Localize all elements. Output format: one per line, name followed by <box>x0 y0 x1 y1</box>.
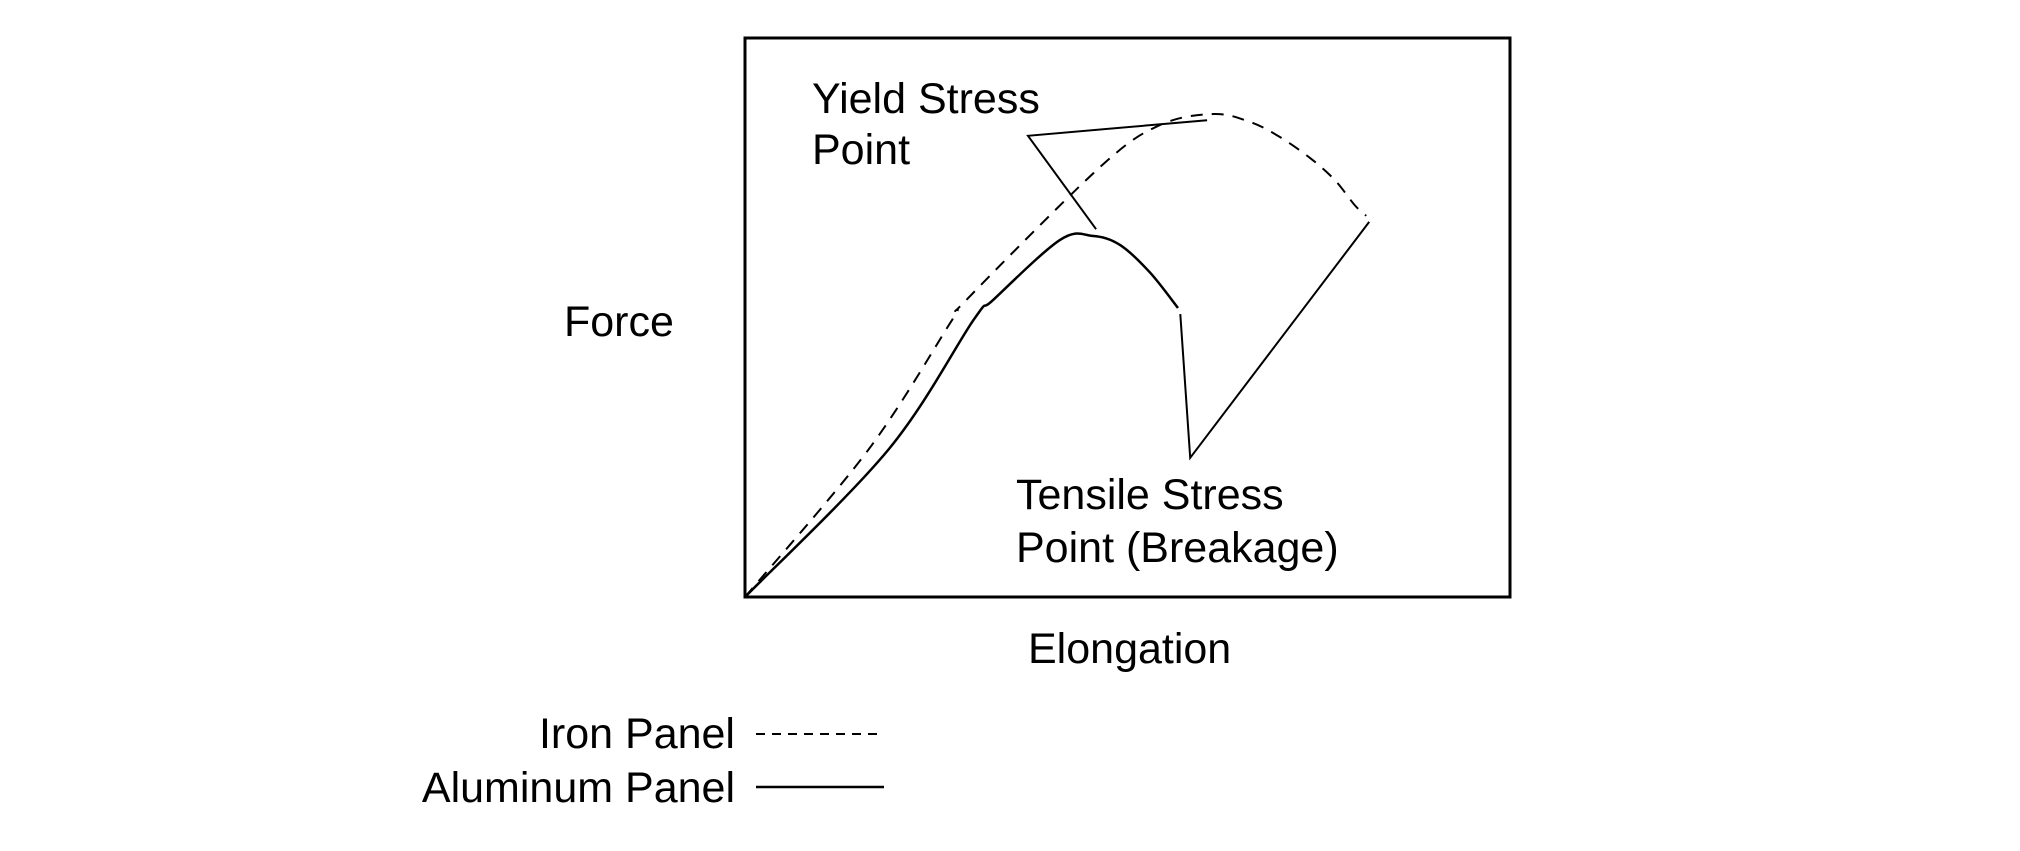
tensile-stress-label-line2: Point (Breakage) <box>1016 524 1339 572</box>
legend: Iron Panel Aluminum Panel <box>422 710 884 812</box>
tensile-stress-point-leader-line <box>1179 221 1370 461</box>
series-line-aluminum-panel <box>744 232 1179 598</box>
y-axis-label: Force <box>564 298 674 346</box>
plot-frame <box>743 36 1512 599</box>
legend-label-iron-panel: Iron Panel <box>539 710 735 758</box>
annotation-leaders <box>1026 119 1370 461</box>
yield-stress-label-line1: Yield Stress <box>812 75 1040 123</box>
x-axis-label: Elongation <box>1028 625 1231 673</box>
legend-label-aluminum-panel: Aluminum Panel <box>422 764 735 812</box>
yield-stress-label-line2: Point <box>812 126 910 174</box>
yield-stress-point-leader-line <box>1026 119 1208 230</box>
tensile-stress-label-line1: Tensile Stress <box>1016 471 1284 519</box>
